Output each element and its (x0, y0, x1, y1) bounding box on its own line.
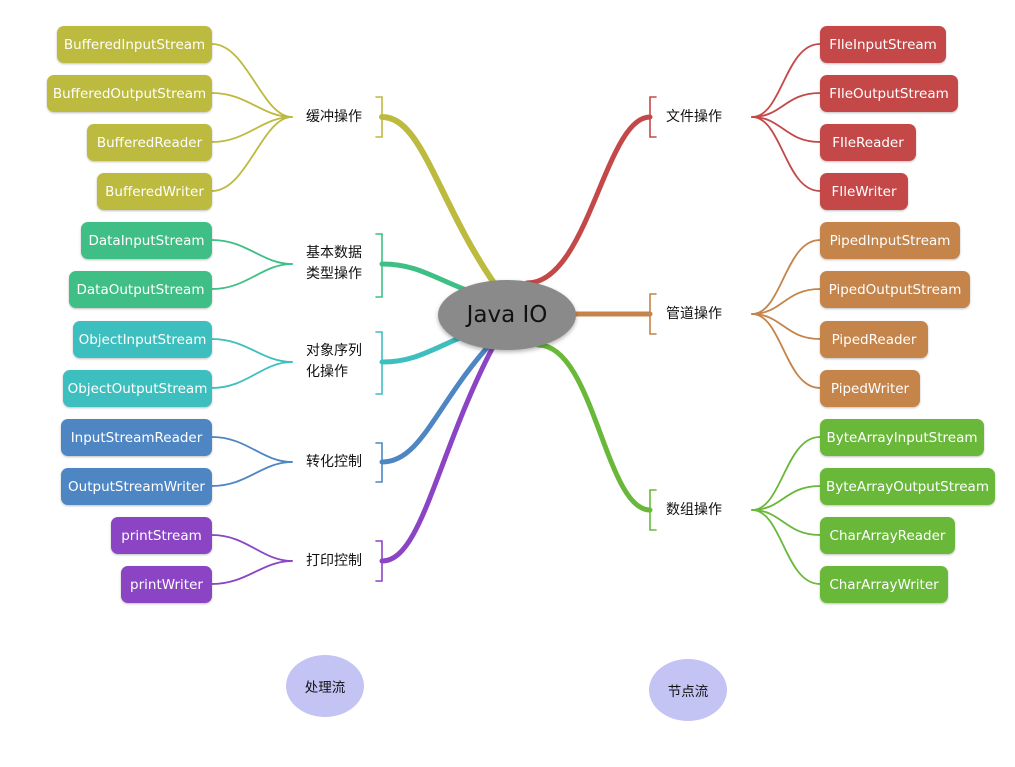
leaf-left-4-1[interactable]: printWriter (121, 566, 212, 603)
leaf-right-1-0[interactable]: PipedInputStream (820, 222, 960, 259)
leaf-left-3-0[interactable]: InputStreamReader (61, 419, 212, 456)
main-branch-left-3 (379, 337, 497, 465)
node-stream-bubble: 节点流 (649, 659, 727, 721)
leaf-left-0-3[interactable]: BufferedWriter (97, 173, 212, 210)
main-branch-left-0 (379, 114, 497, 286)
leaf-link-right-1-0 (751, 239, 821, 315)
leaf-link-left-1-1 (211, 263, 293, 290)
leaf-link-right-0-1 (751, 92, 821, 118)
root-node: Java IO (438, 280, 576, 350)
leaf-link-right-0-0 (751, 43, 821, 118)
leaf-right-1-3[interactable]: PipedWriter (820, 370, 920, 407)
leaf-left-2-0[interactable]: ObjectInputStream (73, 321, 212, 358)
group-label-left-2: 对象序列 化操作 (306, 343, 362, 380)
group-label-left-0: 缓冲操作 (306, 108, 362, 125)
leaf-link-left-0-0 (211, 43, 293, 118)
leaf-link-right-0-3 (751, 116, 821, 192)
bracket-left-2 (375, 331, 383, 395)
bracket-left-3 (375, 442, 383, 483)
leaf-link-left-0-1 (211, 92, 293, 118)
leaf-link-right-1-3 (751, 313, 821, 389)
group-label-right-2: 数组操作 (666, 501, 722, 518)
main-branch-right-0 (524, 114, 653, 286)
group-label-right-1: 管道操作 (666, 305, 722, 322)
group-label-left-1: 基本数据 类型操作 (306, 245, 362, 282)
leaf-link-left-3-1 (211, 461, 293, 487)
leaf-right-0-3[interactable]: FIleWriter (820, 173, 908, 210)
group-label-left-4: 打印控制 (306, 552, 362, 569)
leaf-right-1-1[interactable]: PipedOutputStream (820, 271, 970, 308)
leaf-left-4-0[interactable]: printStream (111, 517, 212, 554)
leaf-right-2-2[interactable]: CharArrayReader (820, 517, 955, 554)
node-stream-label: 节点流 (667, 684, 709, 700)
leaf-right-2-1[interactable]: ByteArrayOutputStream (820, 468, 995, 505)
bracket-left-1 (375, 233, 383, 298)
processing-stream-label: 处理流 (304, 680, 346, 696)
bracket-left-4 (375, 540, 383, 582)
leaf-right-2-0[interactable]: ByteArrayInputStream (820, 419, 984, 456)
group-label-right-0: 文件操作 (666, 108, 722, 125)
leaf-link-right-1-1 (751, 288, 821, 315)
bracket-left-0 (375, 96, 383, 138)
leaf-right-0-2[interactable]: FIleReader (820, 124, 916, 161)
leaf-left-0-1[interactable]: BufferedOutputStream (47, 75, 212, 112)
leaf-link-left-3-0 (211, 436, 293, 463)
leaf-link-right-0-2 (751, 116, 821, 143)
leaf-left-0-2[interactable]: BufferedReader (87, 124, 212, 161)
bracket-right-1 (649, 293, 657, 335)
leaf-link-left-4-0 (211, 534, 293, 562)
bracket-right-2 (649, 489, 657, 531)
processing-stream-bubble: 处理流 (286, 655, 364, 717)
leaf-left-1-1[interactable]: DataOutputStream (69, 271, 212, 308)
leaf-link-left-0-2 (211, 116, 293, 143)
leaf-right-2-3[interactable]: CharArrayWriter (820, 566, 948, 603)
leaf-link-right-2-2 (751, 509, 821, 536)
leaf-left-3-1[interactable]: OutputStreamWriter (61, 468, 212, 505)
leaf-right-1-2[interactable]: PipedReader (820, 321, 928, 358)
main-branch-left-4 (379, 342, 497, 564)
leaf-link-right-2-0 (751, 436, 821, 511)
leaf-link-left-1-0 (211, 239, 293, 265)
leaf-link-right-2-1 (751, 485, 821, 511)
leaf-left-1-0[interactable]: DataInputStream (81, 222, 212, 259)
leaf-link-right-1-2 (751, 313, 821, 340)
main-branch-right-2 (535, 342, 653, 513)
leaf-link-right-2-3 (751, 509, 821, 585)
leaf-link-left-0-3 (211, 116, 293, 192)
leaf-left-2-1[interactable]: ObjectOutputStream (63, 370, 212, 407)
group-label-left-3: 转化控制 (306, 453, 362, 470)
leaf-link-left-4-1 (211, 560, 293, 585)
leaf-link-left-2-1 (211, 361, 293, 389)
leaf-left-0-0[interactable]: BufferedInputStream (57, 26, 212, 63)
leaf-right-0-0[interactable]: FIleInputStream (820, 26, 946, 63)
bracket-right-0 (649, 96, 657, 138)
leaf-right-0-1[interactable]: FIleOutputStream (820, 75, 958, 112)
leaf-link-left-2-0 (211, 338, 293, 363)
root-label: Java IO (466, 302, 548, 328)
